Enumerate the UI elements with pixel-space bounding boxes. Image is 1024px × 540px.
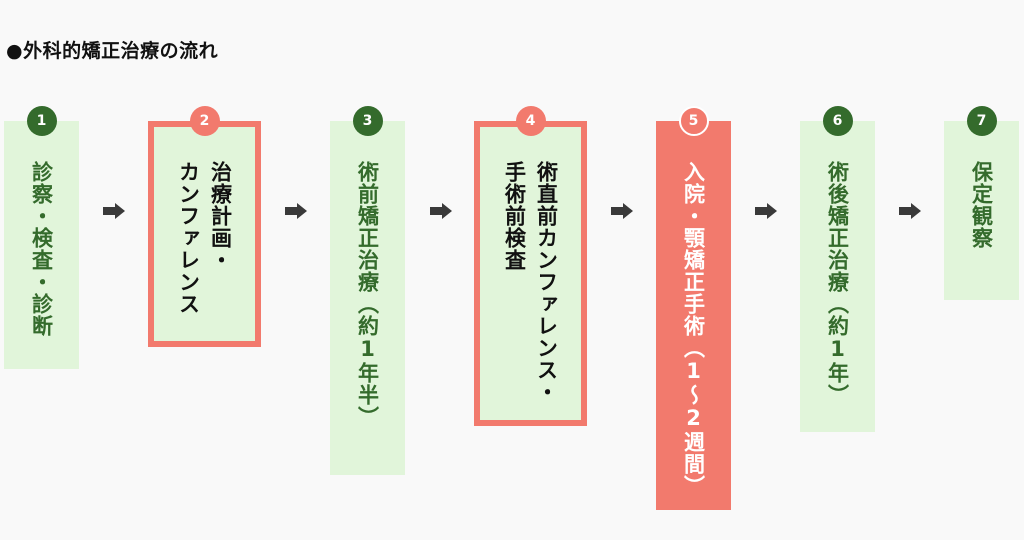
step-5-box: 5 入院・顎矯正手術（1〜2週間） xyxy=(656,106,731,510)
step-label: 入院・顎矯正手術（1〜2週間） xyxy=(681,161,706,497)
step-number-badge: 7 xyxy=(966,106,997,136)
step-3-box: 3 術前矯正治療（約1年半） xyxy=(330,106,405,475)
step-label: 術後矯正治療（約1年） xyxy=(825,161,850,406)
step-number-badge: 4 xyxy=(515,106,546,136)
step-1-box: 1 診察・検査・診断 xyxy=(4,106,79,369)
right-arrow-icon xyxy=(611,203,633,219)
step-number-badge: 6 xyxy=(822,106,853,136)
step-6-box: 6 術後矯正治療（約1年） xyxy=(800,106,875,432)
step-number-badge: 3 xyxy=(352,106,383,136)
step-label: 保定観察 xyxy=(969,161,994,249)
right-arrow-icon xyxy=(899,203,921,219)
diagram-title: ●外科的矯正治療の流れ xyxy=(6,40,219,62)
step-label: 術直前カンファレンス・ 手術前検査 xyxy=(502,161,559,403)
step-label: 治療計画・ カンファレンス xyxy=(176,161,233,315)
step-4-box: 4 術直前カンファレンス・ 手術前検査 xyxy=(474,106,587,426)
step-2-box: 2 治療計画・ カンファレンス xyxy=(148,106,261,347)
right-arrow-icon xyxy=(755,203,777,219)
step-number-badge: 5 xyxy=(678,106,709,136)
step-label: 診察・検査・診断 xyxy=(29,161,54,337)
step-number-badge: 2 xyxy=(189,106,220,136)
step-label: 術前矯正治療（約1年半） xyxy=(355,161,380,428)
right-arrow-icon xyxy=(285,203,307,219)
step-number-badge: 1 xyxy=(26,106,57,136)
step-7-box: 7 保定観察 xyxy=(944,106,1019,300)
right-arrow-icon xyxy=(430,203,452,219)
right-arrow-icon xyxy=(103,203,125,219)
